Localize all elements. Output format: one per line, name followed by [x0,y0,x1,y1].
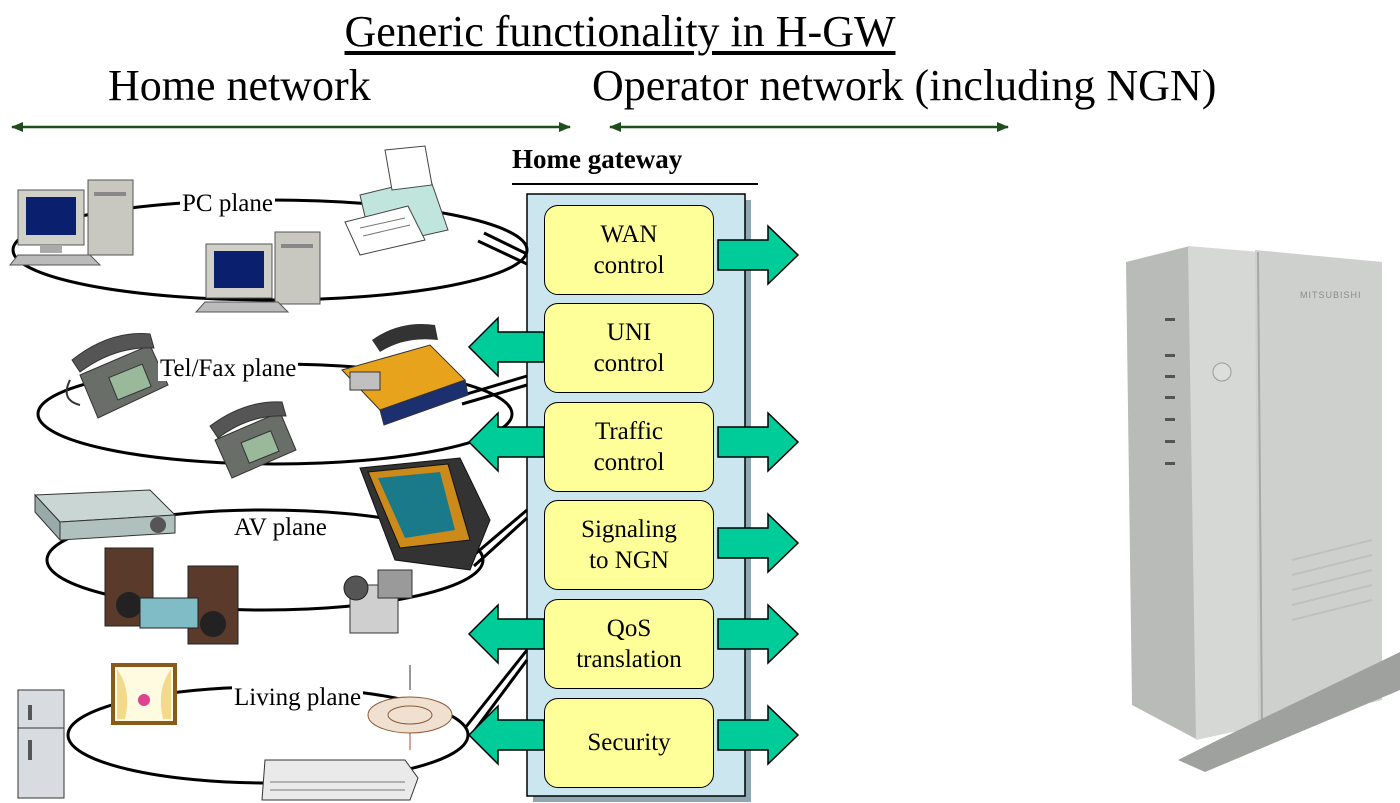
security-line2: Security [587,729,671,757]
home-gateway-title: Home gateway [512,144,683,174]
av-plane-label: AV plane [232,514,329,541]
operator-network-label: Operator network (including NGN) [592,61,1217,110]
window-picture-icon [111,663,177,725]
stereo-speakers-icon [104,547,239,645]
diagram-title: Generic functionality in H-GW [344,7,896,56]
security-outbound-arrow [717,704,800,766]
qos-inbound-arrow [467,603,545,665]
uni-inbound-arrow [467,316,545,378]
telephone-icon [65,333,169,419]
tv-icon [359,457,491,571]
living-plane-label: Living plane [232,684,364,711]
uni-control-box: UNI control [544,303,714,393]
pc-plane-label: PC plane [180,190,275,217]
wan-control-line1: WAN [600,220,658,248]
desktop-pc-2-icon [194,231,321,313]
traffic-control-line2: control [593,449,665,476]
traffic-inbound-arrow [467,411,545,473]
device-brand-label: MITSUBISHI [1300,290,1362,300]
vcr-icon [33,489,177,542]
qos-line1: QoS [606,614,652,642]
uni-control-line1: UNI [606,318,652,346]
telephone-2-icon [209,401,297,479]
traffic-control-box: Traffic control [544,402,714,492]
refrigerator-icon [17,689,65,799]
signaling-outbound-arrow [717,512,800,574]
wan-outbound-arrow [717,224,800,286]
telfax-plane-label: Tel/Fax plane [158,355,299,382]
av-plane-ring [45,508,485,612]
qos-outbound-arrow [717,603,800,665]
desktop-pc-icon [8,179,134,266]
ceiling-light-icon [367,665,453,750]
fax-machine-icon [341,324,469,426]
traffic-outbound-arrow [717,411,800,473]
security-inbound-arrow [467,704,545,766]
qos-translation-box: QoS translation [544,599,714,689]
home-gateway-device-photo [1126,246,1400,772]
connection-lines [459,231,529,735]
printer-icon [344,145,449,256]
traffic-control-line1: Traffic [594,417,664,445]
camcorder-icon [343,569,413,634]
home-network-label: Home network [108,61,371,110]
signaling-line2: to NGN [589,547,669,574]
security-box: Security [544,698,714,788]
uni-control-line2: control [593,350,665,377]
air-conditioner-icon [261,759,419,801]
signaling-line1: Signaling [581,515,677,543]
wan-control-line2: control [593,252,665,279]
qos-line2: translation [576,646,682,673]
signaling-to-ngn-box: Signaling to NGN [544,500,714,590]
wan-control-box: WAN control [544,205,714,295]
